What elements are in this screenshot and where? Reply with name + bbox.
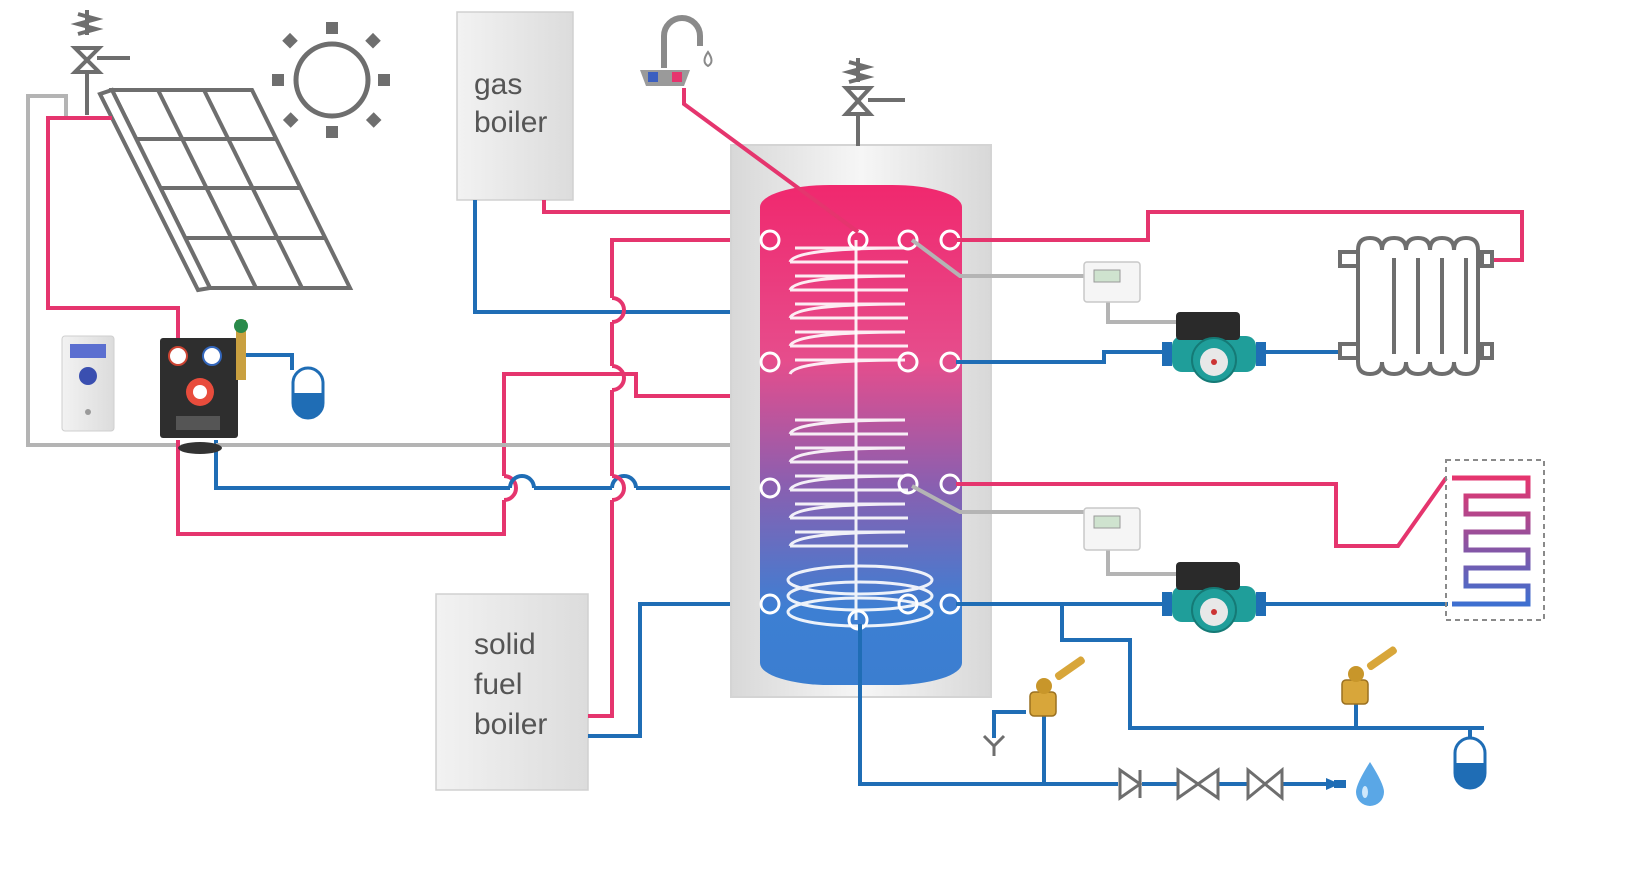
sun-icon — [272, 22, 390, 138]
circulation-pump-icon — [1162, 562, 1266, 633]
check-valve-icon — [1118, 767, 1143, 801]
thermostat-icon — [1083, 261, 1141, 303]
mixing-valve-icon — [1029, 656, 1085, 717]
tank-safety-valve-icon — [841, 58, 905, 146]
circulation-pump-icon — [1162, 312, 1266, 383]
water-drop-icon — [1356, 762, 1384, 806]
gas-boiler-pipes — [473, 200, 770, 314]
hot-water-outlet-pipe — [682, 88, 860, 234]
pump-station-icon — [160, 319, 248, 454]
mixing-valve-icon — [1341, 646, 1397, 705]
upper-heating-coil — [788, 246, 908, 375]
solid-boiler-label-line2: fuel — [474, 668, 522, 701]
expansion-vessel-icon — [291, 366, 325, 420]
flow-arrow-icon — [1326, 778, 1340, 790]
gate-valve-icon — [1246, 766, 1284, 802]
solid-boiler-pipes — [588, 238, 768, 738]
floor-heating-icon — [1445, 459, 1545, 621]
expansion-vessel-icon — [1453, 728, 1487, 790]
tank-ports — [759, 229, 961, 631]
solid-fuel-boiler: solid fuel boiler — [435, 593, 589, 791]
radiator-circuit-pipes — [910, 210, 1524, 364]
gate-valve-icon — [1176, 767, 1220, 801]
solar-panel-icon — [97, 87, 354, 293]
safety-valve-icon — [70, 10, 130, 115]
gas-boiler: gas boiler — [456, 11, 574, 201]
inlet-stub — [1334, 780, 1346, 788]
controller-icon — [61, 335, 115, 432]
radiator-icon — [1338, 235, 1494, 377]
storage-tank — [730, 144, 992, 698]
solid-boiler-label-line3: boiler — [474, 708, 547, 741]
thermostat-icon — [1083, 507, 1141, 551]
solar-pipes — [26, 94, 768, 536]
solid-boiler-label-line1: solid — [474, 628, 536, 661]
faucet-icon — [640, 15, 713, 86]
drain-icon — [982, 734, 1006, 756]
gas-boiler-label-line2: boiler — [474, 106, 547, 139]
gas-boiler-label-line1: gas — [474, 68, 522, 101]
